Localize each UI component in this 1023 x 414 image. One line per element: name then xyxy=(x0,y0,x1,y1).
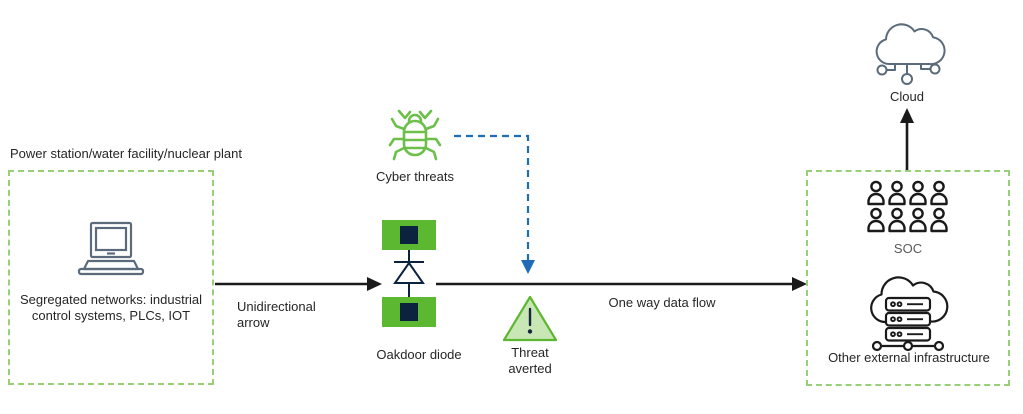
arrow-down-head xyxy=(521,260,535,274)
one-way-data-flow-line xyxy=(436,277,807,291)
threat-dashed-arrow xyxy=(454,134,535,274)
threat-averted-label: Threat averted xyxy=(508,345,552,376)
unidirectional-arrow-line xyxy=(215,277,382,291)
left-zone-caption: Segregated networks: industrial control … xyxy=(19,292,203,323)
infrastructure-label: Other external infrastructure xyxy=(828,350,990,365)
arrow-right-head xyxy=(367,277,382,291)
diode-bottom-port-square xyxy=(400,303,418,321)
server-cloud-icon xyxy=(870,276,949,352)
unidirectional-arrow-label: Unidirectional arrow xyxy=(237,299,316,330)
soc-team-icon xyxy=(867,180,948,233)
cloud-uplink-arrow-line xyxy=(900,108,914,170)
left-zone-box xyxy=(8,170,214,385)
warning-triangle-icon xyxy=(502,295,558,342)
soc-label: SOC xyxy=(893,241,923,256)
cyber-threats-label: Cyber threats xyxy=(375,169,455,184)
left-zone-title: Power station/water facility/nuclear pla… xyxy=(10,146,242,161)
right-zone-box xyxy=(806,170,1010,386)
arrow-right-head xyxy=(792,277,807,291)
oakdoor-diode-label: Oakdoor diode xyxy=(376,347,462,362)
laptop-icon xyxy=(77,221,145,276)
diode-symbol-icon xyxy=(393,250,425,297)
one-way-data-flow-label: One way data flow xyxy=(608,295,716,310)
bug-icon xyxy=(388,109,442,161)
cloud-label: Cloud xyxy=(890,89,924,104)
cloud-icon xyxy=(875,23,946,85)
diode-top-port-square xyxy=(400,226,418,244)
arrow-up-head xyxy=(900,108,914,123)
